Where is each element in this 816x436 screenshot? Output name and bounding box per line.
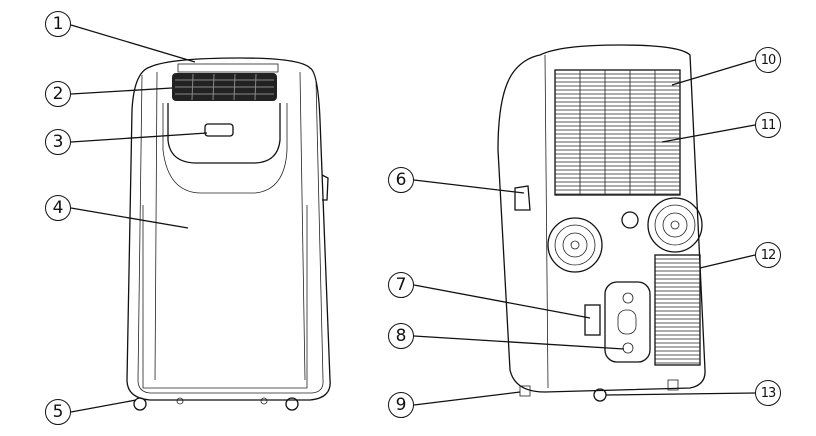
- callout-7: 7: [388, 272, 414, 298]
- callout-4: 4: [45, 195, 71, 221]
- callout-6: 6: [388, 167, 414, 193]
- callout-12: 12: [755, 242, 781, 268]
- lower-air-filter: [654, 254, 701, 366]
- callout-10: 10: [755, 47, 781, 73]
- callout-2: 2: [45, 81, 71, 107]
- callout-8: 8: [388, 323, 414, 349]
- front-unit: [126, 57, 331, 411]
- callout-9: 9: [388, 392, 414, 418]
- callout-1: 1: [45, 11, 71, 37]
- callout-3: 3: [45, 129, 71, 155]
- air-outlet-louver: [172, 73, 277, 101]
- callout-11: 11: [755, 112, 781, 138]
- upper-air-filter: [554, 69, 681, 196]
- back-unit: [497, 44, 706, 402]
- control-panel-display: [204, 123, 234, 137]
- leader-lines: [70, 24, 756, 413]
- callout-5: 5: [45, 399, 71, 425]
- callout-13: 13: [755, 380, 781, 406]
